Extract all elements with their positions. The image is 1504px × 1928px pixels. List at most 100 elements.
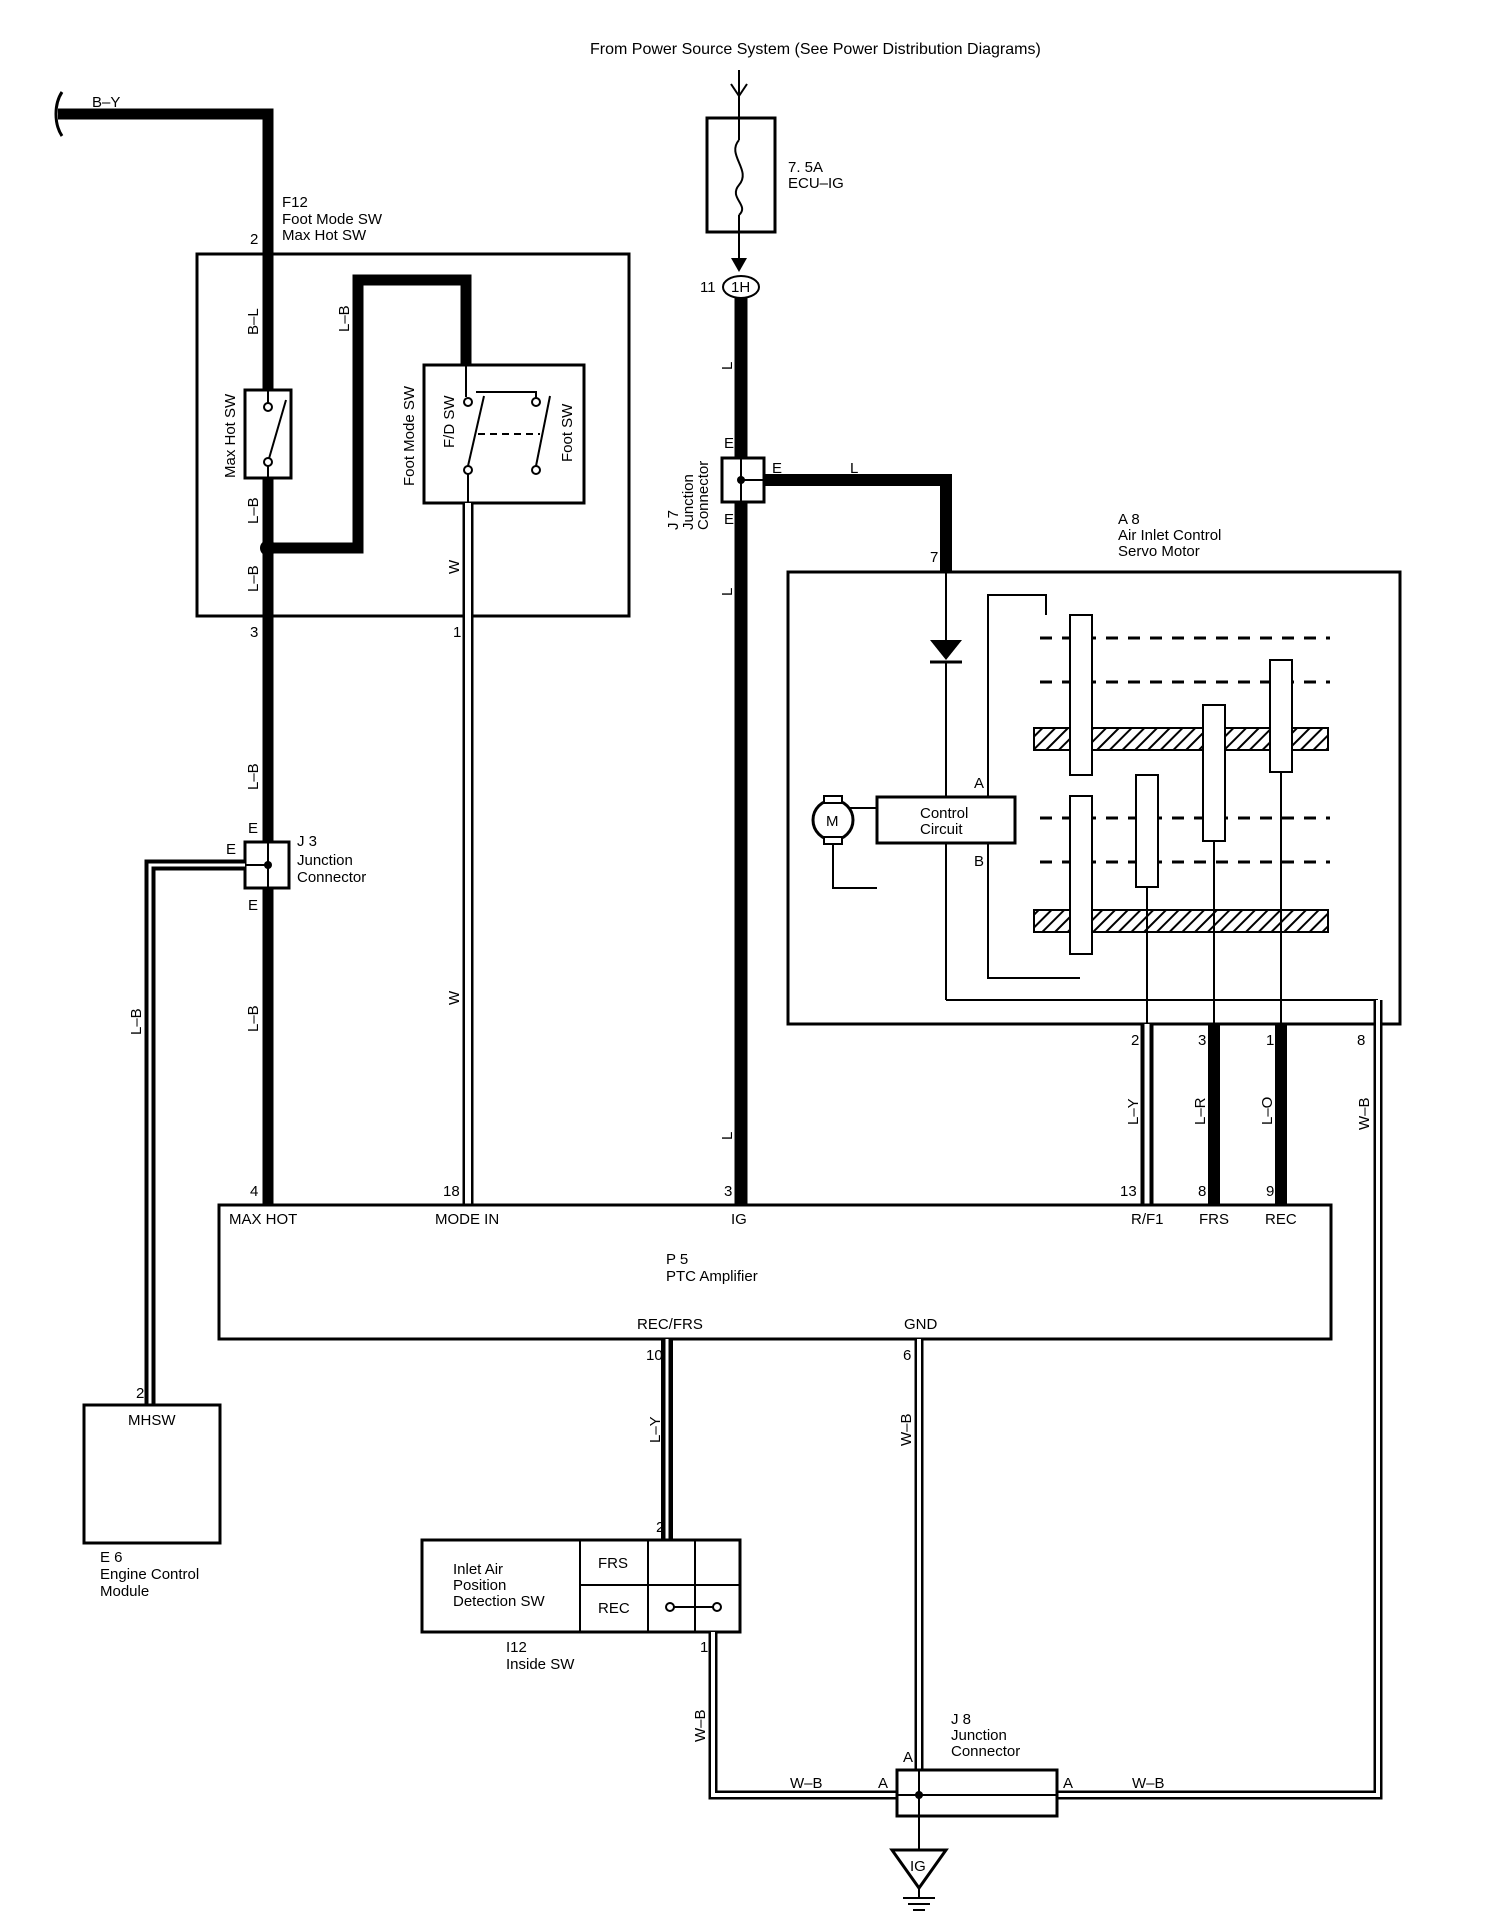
wire-label-l-b-2: L–B [245, 565, 262, 592]
p5-pin-4: 4 [250, 1183, 258, 1200]
a8-id: A 8 [1118, 511, 1140, 528]
j7-term-right: E [772, 460, 782, 477]
a8-pin-7: 7 [930, 549, 938, 566]
i12-name: Inside SW [506, 1656, 575, 1673]
e6-pin-2: 2 [136, 1385, 144, 1402]
e6-name1: Engine Control [100, 1566, 199, 1583]
i12-pin-2: 2 [656, 1519, 664, 1536]
i12-desc-2: Position [453, 1577, 506, 1594]
wire-label-w-b-2: W–B [1132, 1775, 1165, 1792]
cam-mechanism-icon [1033, 614, 1330, 955]
control-circuit-box [875, 795, 1017, 845]
fuse-name: ECU–IG [788, 175, 844, 192]
p5-term-frs: FRS [1199, 1211, 1229, 1228]
arrow-down-icon [731, 258, 747, 272]
j3-term-top: E [248, 820, 258, 837]
wire-label-b-l: B–L [245, 308, 262, 335]
j3-name2: Connector [297, 869, 366, 886]
wire-label-l-2: L [719, 588, 736, 596]
j7-name2: Connector [695, 461, 712, 530]
a8-pin-3: 3 [1198, 1032, 1206, 1049]
e6-name2: Module [100, 1583, 149, 1600]
wire-label-l-1: L [719, 362, 736, 370]
f12-pin-3: 3 [250, 624, 258, 641]
i12-switch-contact-icon [665, 1602, 722, 1612]
diode-icon [930, 640, 962, 664]
max-hot-sw-label: Max Hot SW [222, 393, 239, 478]
wire-label-w-b-4: W–B [692, 1709, 709, 1742]
a8-term-a: A [974, 775, 984, 792]
wire-label-l-b-6: L–B [128, 1008, 145, 1035]
p5-pin-13: 13 [1120, 1183, 1137, 1200]
f12-pin-2: 2 [250, 231, 258, 248]
i12-id: I12 [506, 1639, 527, 1656]
j8-id: J 8 [951, 1711, 971, 1728]
j8-term-right: A [1063, 1775, 1073, 1792]
a8-name1: Air Inlet Control [1118, 527, 1221, 544]
wire-label-l-r: L–R [1192, 1097, 1209, 1125]
i12-desc-3: Detection SW [453, 1593, 546, 1610]
control-circuit-label-1: Control [920, 805, 968, 822]
p5-term-rec: REC [1265, 1211, 1297, 1228]
f12-name1: Foot Mode SW [282, 211, 383, 228]
wire-label-l-b-1: L–B [245, 497, 262, 524]
j7-name1: Junction [680, 474, 697, 530]
j8-name1: Junction [951, 1727, 1007, 1744]
j7-term-top: E [724, 435, 734, 452]
p5-term-gnd: GND [904, 1316, 938, 1333]
j7-id: J 7 [665, 510, 682, 530]
p5-ptc-amplifier-box [217, 1203, 1333, 1341]
j3-id: J 3 [297, 833, 317, 850]
e6-id: E 6 [100, 1549, 123, 1566]
i12-pin-1: 1 [700, 1639, 708, 1656]
p5-term-max-hot: MAX HOT [229, 1211, 297, 1228]
f12-id: F12 [282, 194, 308, 211]
p5-term-rf1: R/F1 [1131, 1211, 1164, 1228]
wire-label-l-b-5: L–B [336, 305, 353, 332]
p5-term-ig: IG [731, 1211, 747, 1228]
j3-term-left: E [226, 841, 236, 858]
foot-sw-label: Foot SW [559, 403, 576, 462]
ground-label: IG [910, 1858, 926, 1875]
fuse-rating: 7. 5A [788, 159, 823, 176]
a8-servo-motor-box [786, 570, 1402, 1026]
power-source-label: From Power Source System (See Power Dist… [590, 41, 1041, 58]
power-arrow-icon [730, 70, 748, 118]
wire-label-l-3: L [719, 1132, 736, 1140]
wire-label-w-2: W [446, 990, 463, 1005]
p5-pin-18: 18 [443, 1183, 460, 1200]
fuse-ecu-ig [705, 116, 777, 234]
wire-label-b-y: B–Y [92, 94, 120, 111]
wire-label-w-b-5: W–B [790, 1775, 823, 1792]
connector-1h-label: 1H [731, 279, 750, 296]
connector-1h-pin: 11 [700, 279, 716, 296]
a8-pin-2: 2 [1131, 1032, 1139, 1049]
f12-pin-1: 1 [453, 624, 461, 641]
p5-id: P 5 [666, 1251, 688, 1268]
wire-label-w-b-1: W–B [1356, 1097, 1373, 1130]
wire-label-l-b-4: L–B [245, 1005, 262, 1032]
a8-term-b: B [974, 853, 984, 870]
p5-name: PTC Amplifier [666, 1268, 758, 1285]
a8-pin-1: 1 [1266, 1032, 1274, 1049]
ground-icon [889, 1848, 949, 1911]
wire-label-l-4: L [850, 460, 858, 477]
j8-junction-box [895, 1768, 1059, 1818]
i12-rec: REC [598, 1600, 630, 1617]
a8-pin-8: 8 [1357, 1032, 1365, 1049]
p5-term-mode-in: MODE IN [435, 1211, 499, 1228]
j8-term-top: A [903, 1749, 913, 1766]
wire-label-l-y-1: L–Y [1125, 1098, 1142, 1125]
p5-pin-9: 9 [1266, 1183, 1274, 1200]
f12-name2: Max Hot SW [282, 227, 367, 244]
a8-name2: Servo Motor [1118, 543, 1200, 560]
motor-label: M [826, 813, 839, 830]
p5-term-rec-frs: REC/FRS [637, 1316, 703, 1333]
p5-pin-6: 6 [903, 1347, 911, 1364]
connector-break-icon [54, 91, 64, 137]
wire-label-l-y-2: L–Y [647, 1416, 664, 1443]
i12-desc-1: Inlet Air [453, 1561, 503, 1578]
p5-pin-8: 8 [1198, 1183, 1206, 1200]
wire-label-l-o: L–O [1259, 1097, 1276, 1125]
